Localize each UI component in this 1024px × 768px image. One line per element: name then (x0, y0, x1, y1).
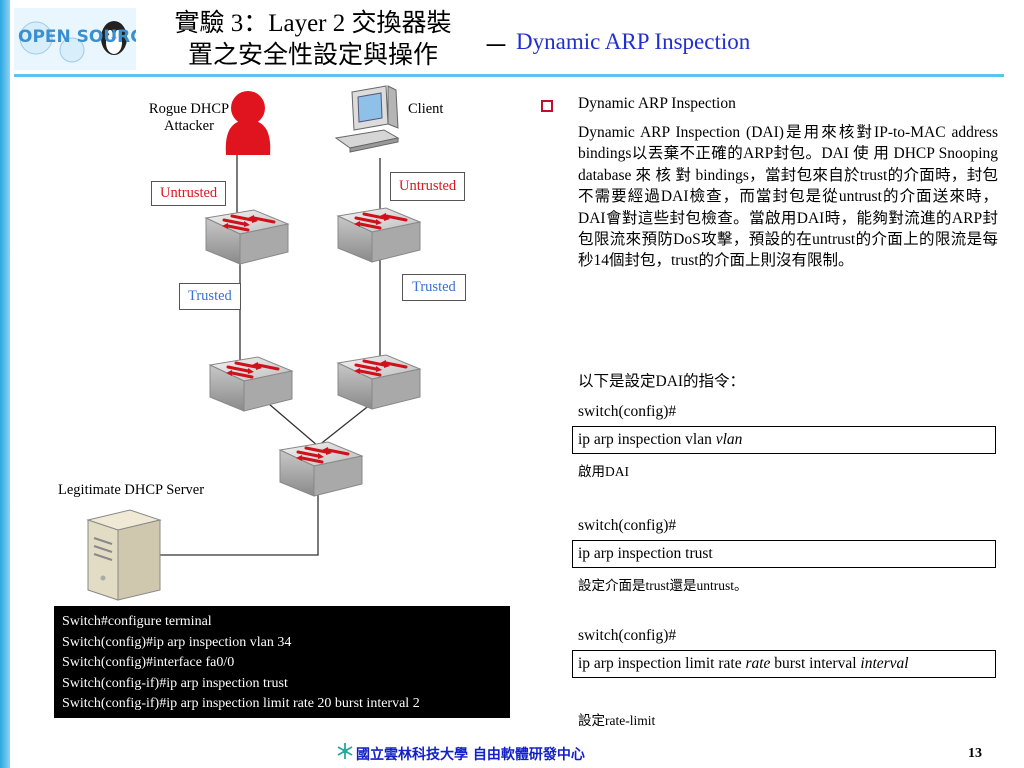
cmd-3-text-b: burst interval (770, 655, 861, 672)
rogue-attacker-icon (225, 91, 271, 155)
prompt-1: switch(config)# (578, 403, 677, 420)
command-box-trust: ip arp inspection trust (572, 540, 996, 568)
server-label: Legitimate DHCP Server (58, 482, 205, 498)
switch-dist-right (336, 353, 422, 411)
untrusted-left-badge: Untrusted (151, 181, 227, 206)
cli-line: Switch#configure terminal (62, 614, 212, 629)
cmd-3-text-a: ip arp inspection limit rate (578, 655, 746, 672)
rogue-dhcp-label: Rogue DHCP Attacker (140, 101, 238, 135)
footer-organization: 國立雲林科技大學 自由軟體研發中心 (356, 747, 585, 763)
cli-example: Switch#configure terminal Switch(config)… (54, 606, 510, 718)
trusted-right-badge: Trusted (402, 274, 466, 301)
switch-access-left (204, 208, 290, 266)
cli-line: Switch(config)#interface fa0/0 (62, 655, 235, 670)
title-divider (14, 74, 1004, 77)
note-1: 啟用DAI (578, 464, 629, 479)
cmd-1-arg: vlan (715, 431, 743, 448)
client-label: Client (408, 101, 444, 117)
open-source-logo: OPEN SOURCE (14, 8, 136, 70)
bullet-heading: Dynamic ARP Inspection (578, 95, 736, 112)
page-subtitle: Dynamic ARP Inspection (516, 29, 751, 54)
cmd-1-text: ip arp inspection vlan (578, 431, 716, 448)
command-box-vlan: ip arp inspection vlan vlan (572, 426, 996, 454)
logo-text: OPEN SOURCE (18, 27, 136, 47)
title-dash: － (483, 32, 510, 61)
bullet-square-icon (541, 100, 553, 112)
rogue-label-line-2: Attacker (164, 118, 214, 134)
cli-line: Switch(config-if)#ip arp inspection limi… (62, 696, 420, 711)
title-line-2: 置之安全性設定與操作 (187, 42, 438, 69)
client-computer-icon (334, 85, 400, 153)
page-title: 實驗 3：Layer 2 交換器裝 置之安全性設定與操作 (148, 8, 478, 72)
cmd-2-text: ip arp inspection trust (578, 545, 713, 562)
switch-dist-left (208, 355, 294, 413)
command-box-limit-rate: ip arp inspection limit rate rate burst … (572, 650, 996, 678)
prompt-2: switch(config)# (578, 517, 677, 534)
dai-description: Dynamic ARP Inspection (DAI)是用來核對IP-to-M… (578, 124, 998, 270)
page-number: 13 (968, 746, 982, 761)
switch-access-right (336, 206, 422, 264)
note-3: 設定rate-limit (578, 713, 656, 728)
title-line-1: 實驗 3：Layer 2 交換器裝 (174, 10, 452, 37)
note-2: 設定介面是trust還是untrust。 (578, 578, 748, 593)
cmd-3-arg-rate: rate (745, 655, 771, 672)
cli-line: Switch(config)#ip arp inspection vlan 34 (62, 634, 292, 650)
snowflake-icon (337, 743, 353, 759)
switch-core (278, 440, 364, 498)
cmd-3-arg-interval: interval (860, 655, 909, 672)
commands-intro: 以下是設定DAI的指令： (578, 373, 746, 390)
cli-line: Switch(config-if)#ip arp inspection trus… (62, 675, 288, 691)
dhcp-server-icon (86, 509, 162, 601)
rogue-label-line-1: Rogue DHCP (148, 101, 230, 117)
network-cables (158, 155, 381, 556)
untrusted-right-badge: Untrusted (390, 172, 466, 201)
trusted-left-badge: Trusted (179, 283, 241, 310)
left-accent-bar (0, 0, 10, 768)
prompt-3: switch(config)# (578, 627, 677, 644)
